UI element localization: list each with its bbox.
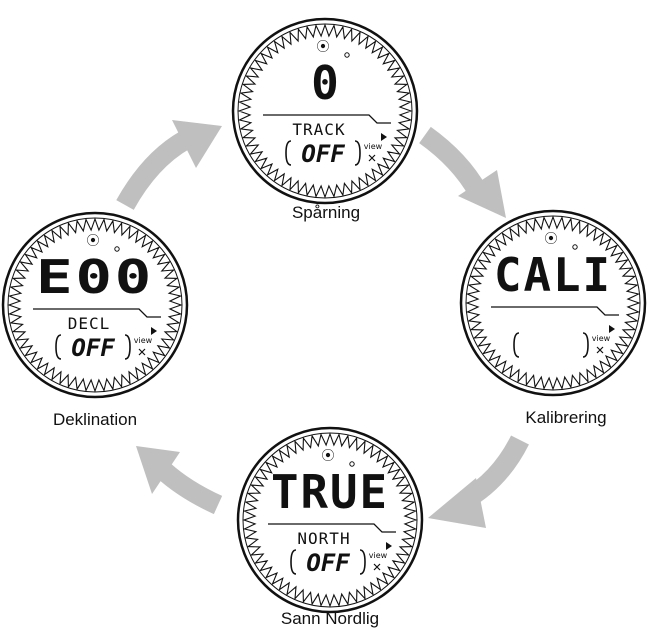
arrow-true-north-to-declination bbox=[136, 446, 223, 515]
mode-label-text: TRACK bbox=[292, 120, 345, 139]
view-label: view bbox=[369, 551, 388, 560]
main-display-text: E00 bbox=[36, 250, 154, 304]
watch-face-true-north: ⦿ TRUE NORTH OFF view bbox=[236, 426, 424, 614]
watch-face-tracking: ⦿ 0 TRACK OFF view bbox=[231, 17, 419, 205]
caption-declination: Deklination bbox=[52, 410, 138, 429]
mode-label-text: DECL bbox=[68, 314, 111, 333]
view-label: view bbox=[364, 142, 383, 151]
watch-bezel: ⦿ bbox=[1, 211, 189, 399]
svg-text:⦿: ⦿ bbox=[316, 40, 329, 55]
svg-text:⦿: ⦿ bbox=[86, 234, 99, 249]
caption-calibration: Kalibrering bbox=[525, 408, 607, 427]
svg-text:⦿: ⦿ bbox=[321, 449, 334, 464]
main-display-text: CALI bbox=[494, 248, 612, 302]
main-display-text: TRUE bbox=[271, 465, 389, 519]
view-label: view bbox=[134, 336, 153, 345]
mode-label-text: NORTH bbox=[297, 529, 350, 548]
caption-true-north: Sann Nordlig bbox=[280, 609, 380, 628]
status-text: OFF bbox=[306, 549, 350, 577]
watch-face-calibration: ⦿ CALI view bbox=[459, 209, 647, 397]
status-text: OFF bbox=[71, 334, 115, 362]
arrow-calibration-to-true-north bbox=[428, 435, 529, 528]
watch-face-declination: ⦿ E00 DECL OFF view bbox=[1, 211, 189, 399]
cycle-arrows bbox=[116, 120, 529, 528]
caption-tracking: Spårning bbox=[291, 203, 361, 222]
main-display-text: 0 bbox=[311, 56, 339, 110]
watch-bezel: ⦿ bbox=[231, 17, 419, 205]
watch-bezel: ⦿ bbox=[236, 426, 424, 614]
status-text: OFF bbox=[301, 140, 345, 168]
arrow-declination-to-tracking bbox=[116, 120, 222, 210]
watch-bezel: ⦿ bbox=[459, 209, 647, 397]
arrow-tracking-to-calibration bbox=[419, 126, 506, 218]
svg-text:⦿: ⦿ bbox=[544, 232, 557, 247]
view-label: view bbox=[592, 334, 611, 343]
